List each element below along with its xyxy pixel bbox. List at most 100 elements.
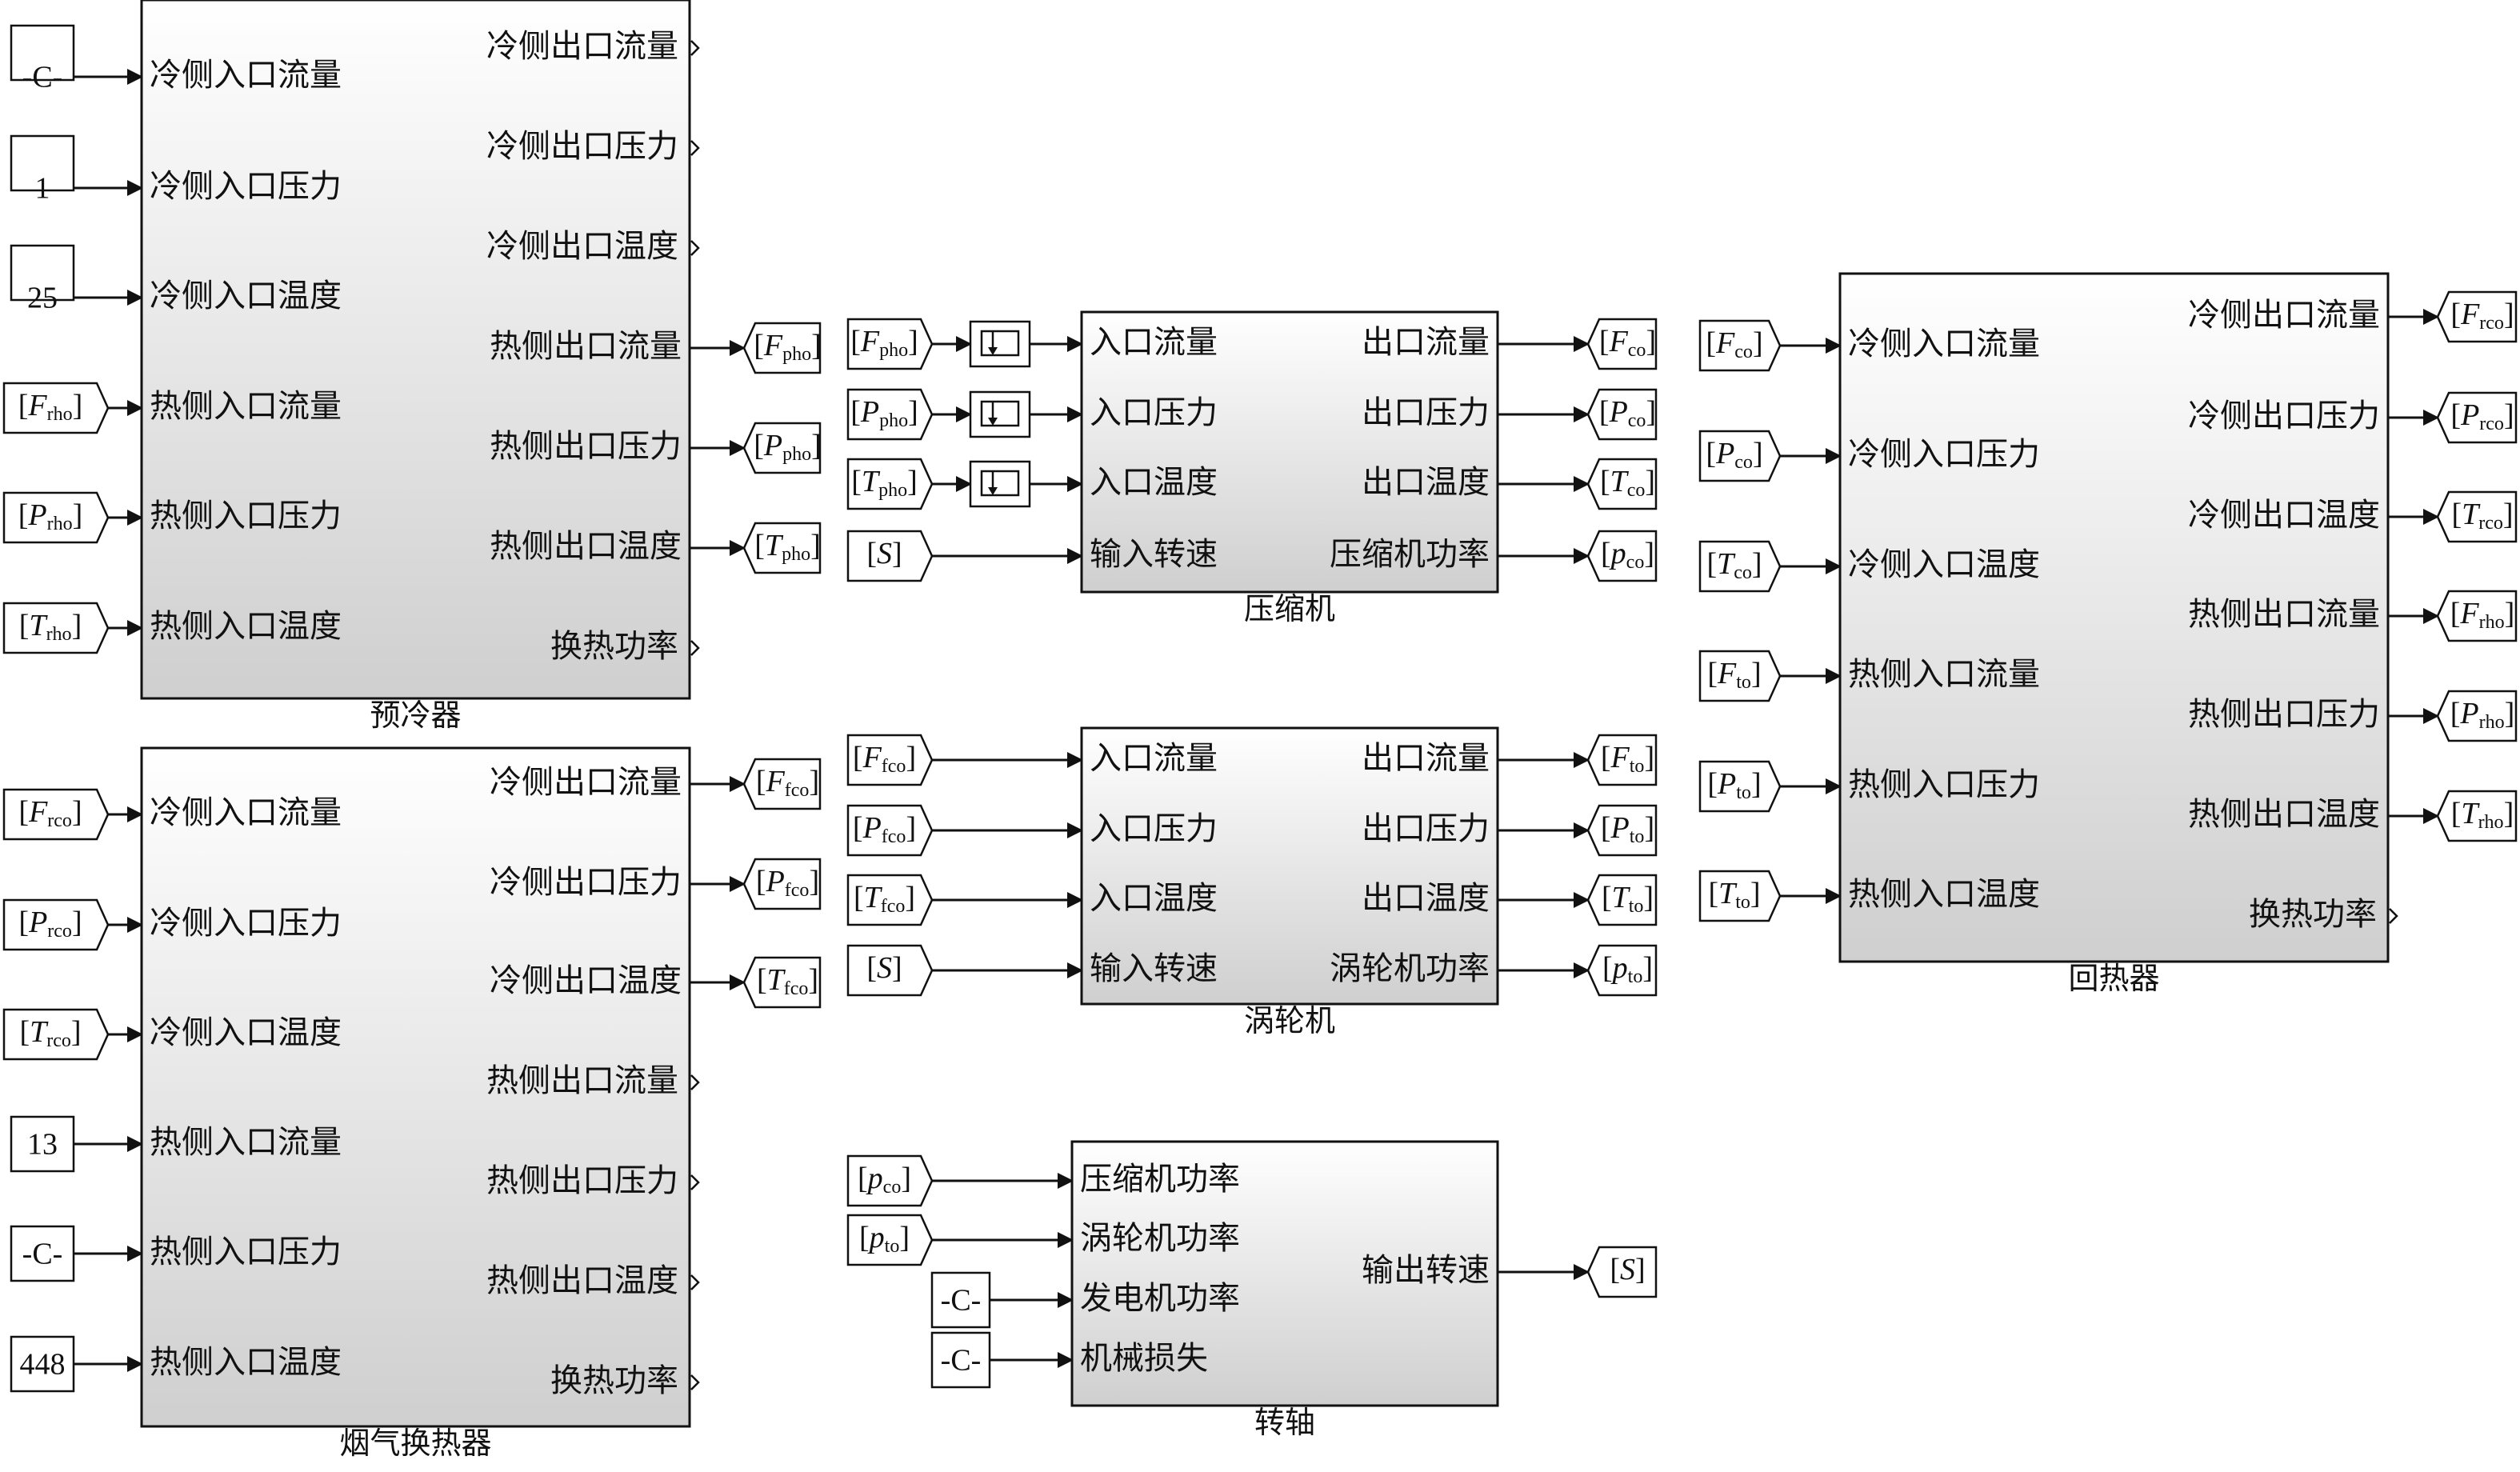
goto-tag-outline[interactable] <box>1586 318 1658 370</box>
goto-tag-outline[interactable] <box>2436 790 2518 842</box>
recuperator-from-tag[interactable]: [Tco] <box>1698 540 1782 593</box>
precooler-constant-source[interactable]: 25 <box>10 244 75 315</box>
goto-tag-outline[interactable] <box>742 956 822 1009</box>
turbine-goto-tag[interactable]: [Tto] <box>1586 874 1658 926</box>
precooler-from-tag[interactable]: [Frho] <box>2 382 110 434</box>
goto-tag-outline[interactable] <box>1586 944 1658 997</box>
goto-tag-outline[interactable] <box>2436 391 2518 444</box>
flue-gas-hx-goto-tag[interactable]: [Ffco] <box>742 758 822 810</box>
compressor-goto-tag[interactable]: [pco] <box>1586 530 1658 582</box>
precooler-block-body[interactable] <box>140 0 691 700</box>
from-tag-outline[interactable] <box>846 804 934 857</box>
from-tag-outline[interactable] <box>2 1008 110 1061</box>
shaft-constant-source[interactable]: -C- <box>930 1271 991 1329</box>
goto-tag-outline[interactable] <box>742 322 822 374</box>
recuperator-from-tag[interactable]: [Fto] <box>1698 650 1782 702</box>
recuperator-goto-tag[interactable]: [Prho] <box>2436 690 2518 742</box>
rate-transition-box[interactable] <box>969 390 1031 438</box>
turbine-from-tag[interactable]: [Tfco] <box>846 874 934 926</box>
from-tag-outline[interactable] <box>846 458 934 510</box>
constant-box[interactable] <box>10 1225 75 1282</box>
from-tag-outline[interactable] <box>1698 760 1782 813</box>
turbine-from-tag[interactable]: [S] <box>846 944 934 997</box>
precooler-goto-tag[interactable]: [Fpho] <box>742 322 822 374</box>
recuperator-from-tag[interactable]: [Pco] <box>1698 430 1782 482</box>
from-tag-outline[interactable] <box>846 388 934 441</box>
compressor-goto-tag[interactable]: [Pco] <box>1586 388 1658 441</box>
goto-tag-outline[interactable] <box>742 422 822 474</box>
goto-tag-outline[interactable] <box>1586 1246 1658 1298</box>
goto-tag-outline[interactable] <box>2436 490 2518 543</box>
rate-transition-box[interactable] <box>969 320 1031 368</box>
precooler-constant-source[interactable]: -C- <box>10 24 75 94</box>
from-tag-outline[interactable] <box>846 944 934 997</box>
recuperator-goto-tag[interactable]: [Trco] <box>2436 490 2518 543</box>
from-tag-outline[interactable] <box>2 491 110 544</box>
from-tag-outline[interactable] <box>2 898 110 951</box>
precooler-goto-tag[interactable]: [Tpho] <box>742 522 822 574</box>
flue-gas-hx-block[interactable]: 冷侧入口流量冷侧入口压力冷侧入口温度热侧入口流量热侧入口压力热侧入口温度冷侧出口… <box>140 746 700 1461</box>
from-tag-outline[interactable] <box>1698 870 1782 922</box>
recuperator-block[interactable]: 冷侧入口流量冷侧入口压力冷侧入口温度热侧入口流量热侧入口压力热侧入口温度冷侧出口… <box>1838 272 2398 996</box>
turbine-goto-tag[interactable]: [Fto] <box>1586 734 1658 786</box>
from-tag-outline[interactable] <box>846 1154 934 1207</box>
goto-tag-outline[interactable] <box>742 522 822 574</box>
constant-box[interactable] <box>10 134 75 192</box>
goto-tag-outline[interactable] <box>1586 874 1658 926</box>
goto-tag-outline[interactable] <box>742 858 822 910</box>
recuperator-goto-tag[interactable]: [Prco] <box>2436 391 2518 444</box>
rate-transition-box[interactable] <box>969 460 1031 508</box>
flue-gas-hx-block-body[interactable] <box>140 746 691 1428</box>
rate-transition-block[interactable] <box>969 460 1031 508</box>
compressor-goto-tag[interactable]: [Tco] <box>1586 458 1658 510</box>
goto-tag-outline[interactable] <box>742 758 822 810</box>
constant-box[interactable] <box>930 1271 991 1329</box>
goto-tag-outline[interactable] <box>1586 734 1658 786</box>
flue-gas-hx-goto-tag[interactable]: [Pfco] <box>742 858 822 910</box>
compressor-from-tag[interactable]: [Fpho] <box>846 318 934 370</box>
turbine-block-body[interactable] <box>1080 726 1499 1006</box>
from-tag-outline[interactable] <box>846 874 934 926</box>
recuperator-block-body[interactable] <box>1838 272 2390 963</box>
constant-box[interactable] <box>10 244 75 302</box>
precooler-constant-source[interactable]: 1 <box>10 134 75 206</box>
turbine-from-tag[interactable]: [Pfco] <box>846 804 934 857</box>
turbine-goto-tag[interactable]: [Pto] <box>1586 804 1658 857</box>
from-tag-outline[interactable] <box>846 734 934 786</box>
goto-tag-outline[interactable] <box>2436 290 2518 343</box>
shaft-from-tag[interactable]: [pto] <box>846 1214 934 1266</box>
constant-box[interactable] <box>10 1115 75 1173</box>
recuperator-goto-tag[interactable]: [Frco] <box>2436 290 2518 343</box>
recuperator-goto-tag[interactable]: [Trho] <box>2436 790 2518 842</box>
recuperator-from-tag[interactable]: [Tto] <box>1698 870 1782 922</box>
from-tag-outline[interactable] <box>846 530 934 582</box>
from-tag-outline[interactable] <box>2 788 110 841</box>
recuperator-from-tag[interactable]: [Fco] <box>1698 319 1782 372</box>
turbine-goto-tag[interactable]: [pto] <box>1586 944 1658 997</box>
rate-transition-block[interactable] <box>969 390 1031 438</box>
goto-tag-outline[interactable] <box>2436 590 2518 642</box>
precooler-from-tag[interactable]: [Prho] <box>2 491 110 544</box>
goto-tag-outline[interactable] <box>2436 690 2518 742</box>
flue-gas-hx-goto-tag[interactable]: [Tfco] <box>742 956 822 1009</box>
recuperator-goto-tag[interactable]: [Frho] <box>2436 590 2518 642</box>
shaft-goto-tag[interactable]: [S] <box>1586 1246 1658 1298</box>
compressor-block-body[interactable] <box>1080 310 1499 594</box>
from-tag-outline[interactable] <box>846 318 934 370</box>
from-tag-outline[interactable] <box>2 382 110 434</box>
rate-transition-block[interactable] <box>969 320 1031 368</box>
recuperator-from-tag[interactable]: [Pto] <box>1698 760 1782 813</box>
flue-gas-hx-constant-source[interactable]: -C- <box>10 1225 75 1282</box>
from-tag-outline[interactable] <box>846 1214 934 1266</box>
shaft-block-body[interactable] <box>1070 1140 1499 1407</box>
flue-gas-hx-from-tag[interactable]: [Trco] <box>2 1008 110 1061</box>
flue-gas-hx-from-tag[interactable]: [Prco] <box>2 898 110 951</box>
flue-gas-hx-constant-source[interactable]: 448 <box>10 1335 75 1393</box>
shaft-constant-source[interactable]: -C- <box>930 1331 991 1389</box>
from-tag-outline[interactable] <box>1698 650 1782 702</box>
from-tag-outline[interactable] <box>1698 430 1782 482</box>
turbine-from-tag[interactable]: [Ffco] <box>846 734 934 786</box>
